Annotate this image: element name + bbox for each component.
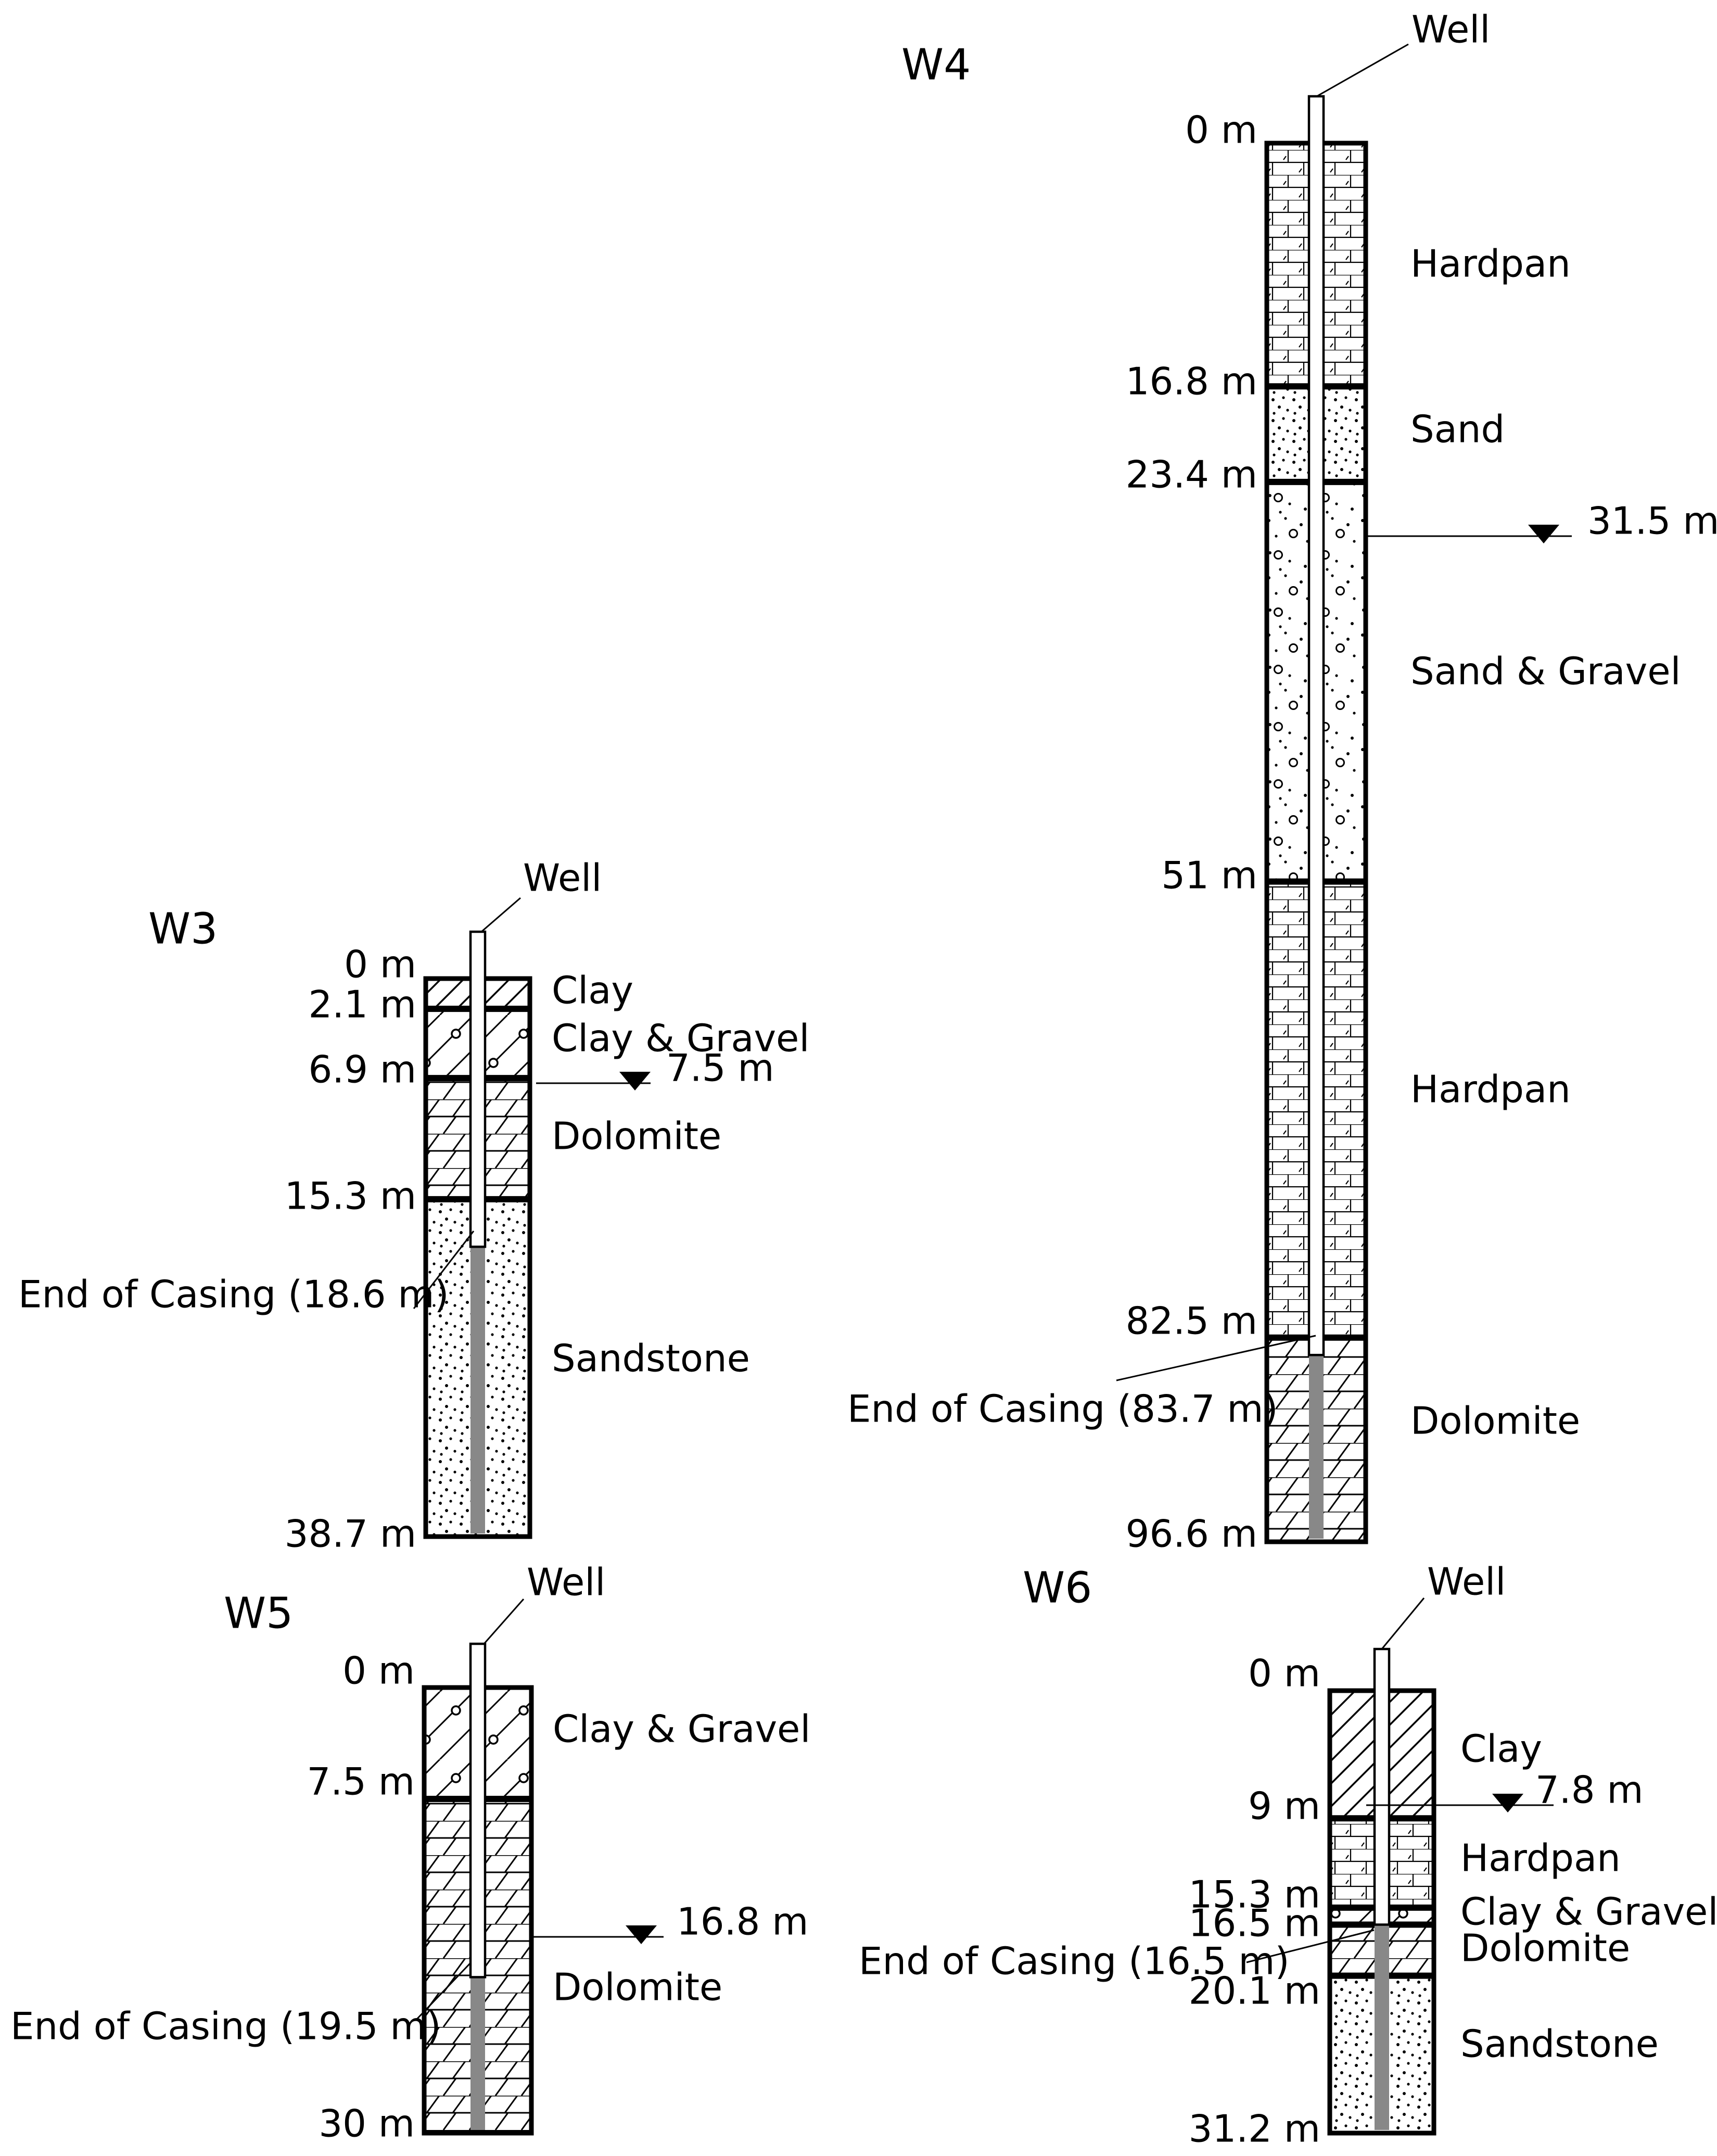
well-casing [1307, 95, 1325, 1356]
end-of-casing-label: End of Casing (83.7 m) [847, 1387, 1278, 1431]
water-level-label: 16.8 m [677, 1900, 808, 1944]
well-leader-line [481, 897, 521, 933]
end-of-casing-label: End of Casing (16.5 m) [859, 1939, 1290, 1983]
depth-label: 16.5 m [1189, 1901, 1320, 1945]
casing-leader-line [1246, 1929, 1375, 1963]
depth-label: 31.2 m [1189, 2107, 1320, 2151]
layer-name: Dolomite [1460, 1926, 1630, 1970]
layer-name: Sand & Gravel [1410, 650, 1681, 693]
water-table-icon [619, 1072, 651, 1090]
depth-label: 38.7 m [285, 1512, 416, 1556]
layer-name: Sandstone [552, 1337, 750, 1380]
depth-label: 96.6 m [1126, 1512, 1257, 1556]
layer-name: Clay [552, 969, 633, 1012]
water-level-label: 7.8 m [1535, 1768, 1644, 1812]
well-title: W6 [1023, 1563, 1092, 1613]
depth-label: 15.3 m [1189, 1873, 1320, 1917]
layer-name: Clay & Gravel [552, 1017, 809, 1060]
casing-leader-line [413, 1231, 475, 1309]
water-level-label: 31.5 m [1587, 499, 1717, 543]
layer-name: Sand [1410, 408, 1505, 451]
depth-label: 2.1 m [308, 983, 416, 1026]
casing-leader-line [415, 1961, 472, 2021]
water-table-icon [1528, 525, 1559, 543]
water-level-label: 7.5 m [666, 1046, 774, 1090]
end-of-casing-label: End of Casing (18.6 m) [18, 1273, 449, 1316]
depth-label: 30 m [319, 2102, 415, 2146]
layer-name: Dolomite [552, 1114, 721, 1158]
depth-label: 0 m [1185, 108, 1257, 152]
well-screen [470, 1977, 485, 2130]
layer-name: Hardpan [1460, 1836, 1621, 1880]
well-label: Well [523, 856, 602, 900]
depth-label: 7.5 m [307, 1760, 415, 1804]
depth-label: 0 m [342, 1649, 415, 1693]
well-casing [469, 1642, 487, 1979]
depth-label: 0 m [344, 943, 416, 986]
well-label: Well [527, 1561, 605, 1604]
depth-label: 15.3 m [285, 1174, 416, 1218]
depth-label: 9 m [1248, 1784, 1320, 1828]
layer-name: Dolomite [553, 1965, 722, 2009]
end-of-casing-label: End of Casing (19.5 m) [10, 2005, 441, 2048]
depth-label: 16.8 m [1126, 360, 1257, 403]
layer-name: Clay & Gravel [553, 1707, 810, 1751]
depth-label: 0 m [1248, 1652, 1320, 1695]
well-title: W4 [901, 40, 971, 90]
water-table-icon [1492, 1794, 1523, 1812]
well-casing [469, 930, 487, 1248]
well-title: W5 [224, 1589, 293, 1638]
casing-leader-line [1116, 1335, 1316, 1381]
depth-label: 82.5 m [1126, 1299, 1257, 1343]
layer-name: Clay & Gravel [1460, 1890, 1717, 1934]
well-leader-line [1316, 43, 1409, 97]
well-screen [1309, 1355, 1324, 1539]
water-table-icon [626, 1925, 657, 1944]
layer-name: Sandstone [1460, 2022, 1659, 2066]
layer-name: Clay [1460, 1727, 1542, 1771]
depth-label: 23.4 m [1126, 453, 1257, 497]
depth-label: 51 m [1161, 854, 1257, 897]
well-screen [470, 1247, 485, 1533]
well-casing [1373, 1647, 1391, 1926]
depth-label: 6.9 m [308, 1048, 416, 1092]
depth-label: 20.1 m [1189, 1969, 1320, 2013]
well-title: W3 [148, 904, 218, 954]
well-label: Well [1411, 8, 1490, 52]
well-leader-line [483, 1599, 525, 1644]
well-screen [1375, 1924, 1389, 2130]
well-leader-line [1381, 1597, 1425, 1650]
layer-name: Hardpan [1410, 242, 1571, 286]
well-label: Well [1427, 1560, 1506, 1604]
layer-name: Hardpan [1410, 1068, 1571, 1111]
layer-name: Dolomite [1410, 1399, 1580, 1443]
